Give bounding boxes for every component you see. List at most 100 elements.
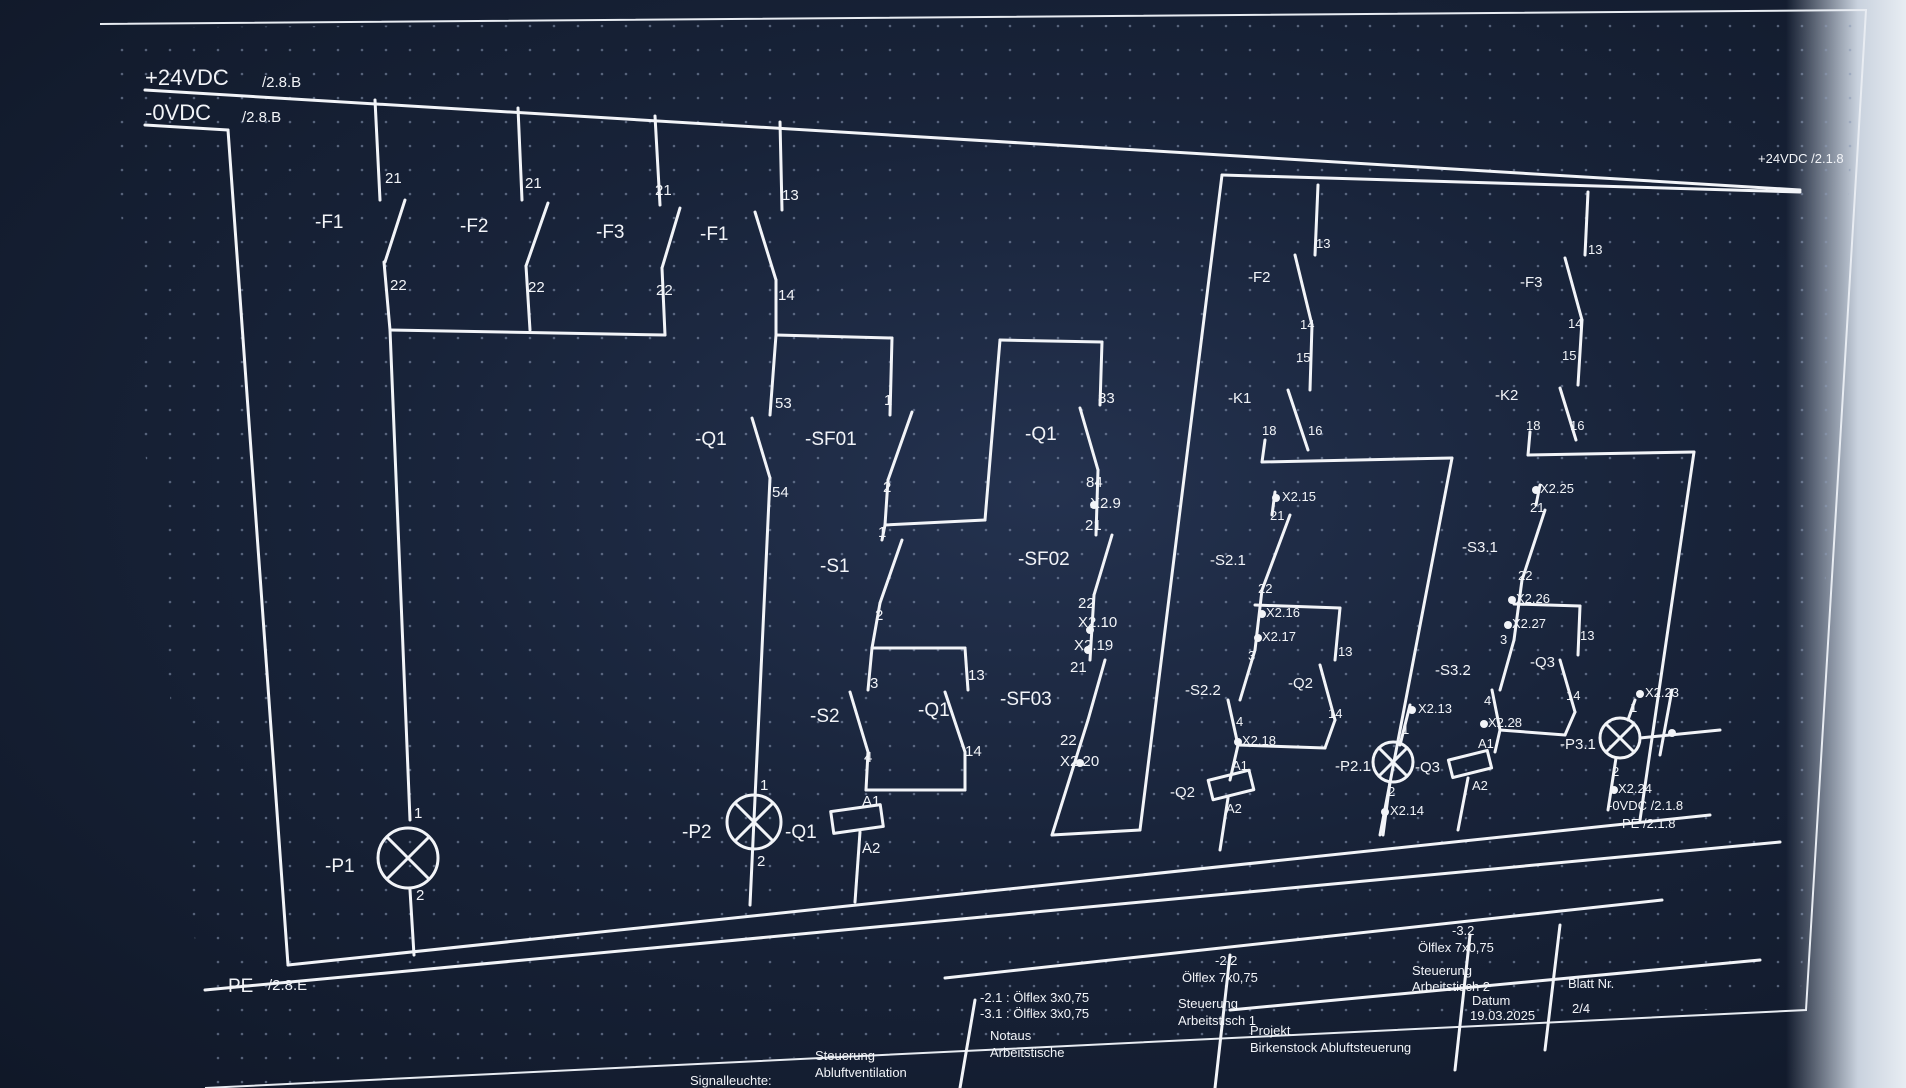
rail-label-24vdc: +24VDC — [145, 65, 229, 90]
pin-label: 21 — [1070, 659, 1087, 676]
terminal-label: X2.25 — [1540, 481, 1574, 496]
pin-label: 2 — [1388, 784, 1395, 799]
pin-label: 22 — [1258, 581, 1272, 596]
terminal-label: X2.19 — [1074, 637, 1113, 654]
device-label-p31: -P3.1 — [1560, 736, 1596, 753]
pin-label: 83 — [1098, 390, 1115, 407]
pin-label: 4 — [1236, 714, 1243, 729]
terminal-label: X2.18 — [1242, 733, 1276, 748]
device-label-f2-right: -F2 — [1248, 269, 1271, 286]
terminal-label: X2.17 — [1262, 629, 1296, 644]
tb-projekt-value: Birkenstock Abluftsteuerung — [1250, 1040, 1411, 1055]
device-label-k2: -K2 — [1495, 387, 1518, 404]
pin-label: 4 — [1484, 693, 1491, 708]
pin-label: 22 — [1518, 568, 1532, 583]
pin-label: 14 — [778, 287, 795, 304]
coil-q1 — [829, 803, 885, 835]
tb-blatt-label: Blatt Nr. — [1568, 976, 1614, 991]
terminal-label: X2.28 — [1488, 715, 1522, 730]
pin-label: 2 — [416, 887, 424, 904]
tb-steuerung-abluft: Steuerung — [815, 1048, 875, 1063]
pin-label: 13 — [1338, 644, 1352, 659]
pin-label: 14 — [1568, 316, 1582, 331]
sheet-border — [99, 8, 1868, 1088]
drawing-grid — [102, 12, 1860, 1088]
terminal-label: X2.24 — [1618, 781, 1652, 796]
rail-24vdc-right — [1220, 173, 1802, 194]
terminal-label: X2.9 — [1090, 495, 1121, 512]
rail-label-0vdc: -0VDC — [145, 100, 211, 125]
device-label-q1-13: -Q1 — [918, 700, 950, 721]
pin-label: A2 — [1472, 778, 1488, 793]
pin-label: 15 — [1562, 348, 1576, 363]
pin-label: 18 — [1526, 418, 1540, 433]
pin-label: 2 — [757, 853, 765, 870]
pin-label: 14 — [1566, 688, 1580, 703]
pin-label: 1 — [1402, 722, 1409, 737]
tb-cable-21: -2.1 : Ölflex 3x0,75 — [980, 990, 1089, 1005]
pin-label: 3 — [1248, 648, 1255, 663]
pin-label: 1 — [884, 392, 892, 409]
rail-label-pe: PE — [228, 976, 253, 997]
terminal-label: X2.26 — [1516, 591, 1550, 606]
device-label-k1: -K1 — [1228, 390, 1251, 407]
terminal-label: X2.13 — [1418, 701, 1452, 716]
pin-label: A2 — [862, 840, 880, 857]
pin-label: 4 — [864, 749, 872, 766]
tb-arbeitstisch1: Arbeitstisch 1 — [1178, 1013, 1256, 1028]
tb-cable-32: Ölflex 7x0,75 — [1418, 940, 1494, 955]
pin-label: A2 — [1226, 801, 1242, 816]
tb-datum-value: 19.03.2025 — [1470, 1008, 1535, 1023]
contact-f1-nc — [383, 198, 407, 264]
device-label-s32: -S3.2 — [1435, 662, 1471, 679]
pin-label: 21 — [1270, 508, 1284, 523]
device-label-q1-coil: -Q1 — [785, 822, 817, 843]
tb-cable-31: -3.1 : Ölflex 3x0,75 — [980, 1006, 1089, 1021]
terminal-label: X2.15 — [1282, 489, 1316, 504]
pin-label: 15 — [1296, 350, 1310, 365]
device-label-p21: -P2.1 — [1335, 758, 1371, 775]
rail-ref-pe: /2.8.E — [268, 977, 307, 994]
device-label-sf03: -SF03 — [1000, 689, 1052, 710]
device-label-sf01: -SF01 — [805, 429, 857, 450]
device-label-s31: -S3.1 — [1462, 539, 1498, 556]
rail-0vdc-bottom — [286, 813, 1712, 967]
pin-label: 22 — [1060, 732, 1077, 749]
device-label-s2: -S2 — [810, 706, 840, 727]
pin-label: 84 — [1086, 474, 1103, 491]
rail-label-pe-right: PE /2.1.8 — [1622, 816, 1675, 831]
pin-label: 13 — [782, 187, 799, 204]
pin-label: 1 — [760, 777, 768, 794]
rail-label-24vdc-right: +24VDC /2.1.8 — [1758, 151, 1844, 166]
device-label-f1: -F1 — [315, 212, 344, 233]
pin-label: 2 — [875, 607, 883, 624]
pin-label: 21 — [655, 182, 672, 199]
rail-24vdc — [143, 88, 1802, 192]
tb-signal-label: Signalleuchte: — [690, 1073, 772, 1088]
terminal-label: X2.10 — [1078, 614, 1117, 631]
pin-label: 2 — [883, 479, 891, 496]
lamp-p2-1 — [1371, 740, 1415, 784]
tb-notaus: Notaus — [990, 1028, 1032, 1043]
pin-label: 16 — [1570, 418, 1584, 433]
tb-cable-22-id: -2.2 — [1215, 953, 1237, 968]
rail-0vdc-down — [226, 128, 290, 967]
pin-label: 14 — [1328, 706, 1342, 721]
pin-label: 14 — [1300, 317, 1314, 332]
device-label-q3-contact: -Q3 — [1530, 654, 1555, 671]
wire — [382, 260, 392, 332]
terminal-label: X2.14 — [1390, 803, 1424, 818]
device-label-f1-no: -F1 — [700, 224, 729, 245]
pin-label: A1 — [1478, 736, 1494, 751]
pin-label: 1 — [878, 524, 886, 541]
pin-label: 53 — [775, 395, 792, 412]
pin-label: 21 — [1530, 500, 1544, 515]
tb-abluftventilation: Abluftventilation — [815, 1065, 907, 1080]
device-label-q1-53: -Q1 — [695, 429, 727, 450]
device-label-s21: -S2.1 — [1210, 552, 1246, 569]
terminal-label: X2.16 — [1266, 605, 1300, 620]
pin-label: 13 — [968, 667, 985, 684]
lamp-p1 — [376, 826, 440, 890]
tb-blatt-value: 2/4 — [1572, 1001, 1590, 1016]
pin-label: 18 — [1262, 423, 1276, 438]
